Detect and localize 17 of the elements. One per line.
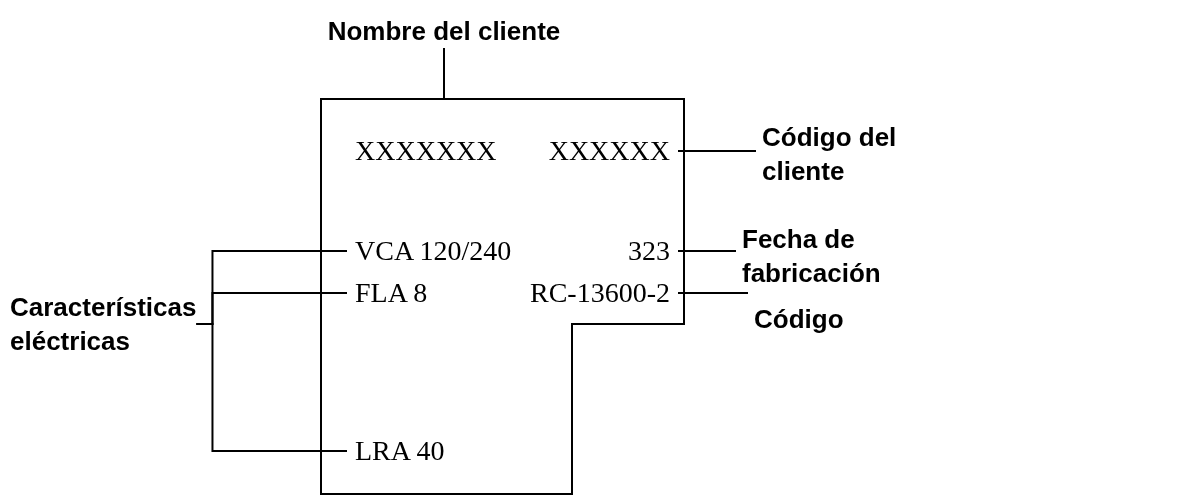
callout-label: Fecha de fabricación: [742, 222, 922, 290]
label-text: XXXXXX: [548, 134, 670, 168]
label-text: FLA 8: [355, 276, 428, 310]
leader-line: [443, 47, 445, 99]
callout-label: Código: [754, 302, 904, 336]
label-text: RC-13600-2: [530, 276, 670, 310]
callout-label: Nombre del cliente: [284, 14, 604, 48]
label-text: LRA 40: [355, 434, 445, 468]
label-text: 323: [628, 234, 670, 268]
leader-line: [677, 292, 749, 294]
callout-label: Código del cliente: [762, 120, 912, 188]
callout-label: Características eléctricas: [10, 290, 230, 358]
label-text: VCA 120/240: [355, 234, 512, 268]
leader-line: [195, 323, 348, 452]
leader-line: [677, 150, 757, 152]
label-text: XXXXXXX: [355, 134, 497, 168]
leader-line: [677, 250, 737, 252]
